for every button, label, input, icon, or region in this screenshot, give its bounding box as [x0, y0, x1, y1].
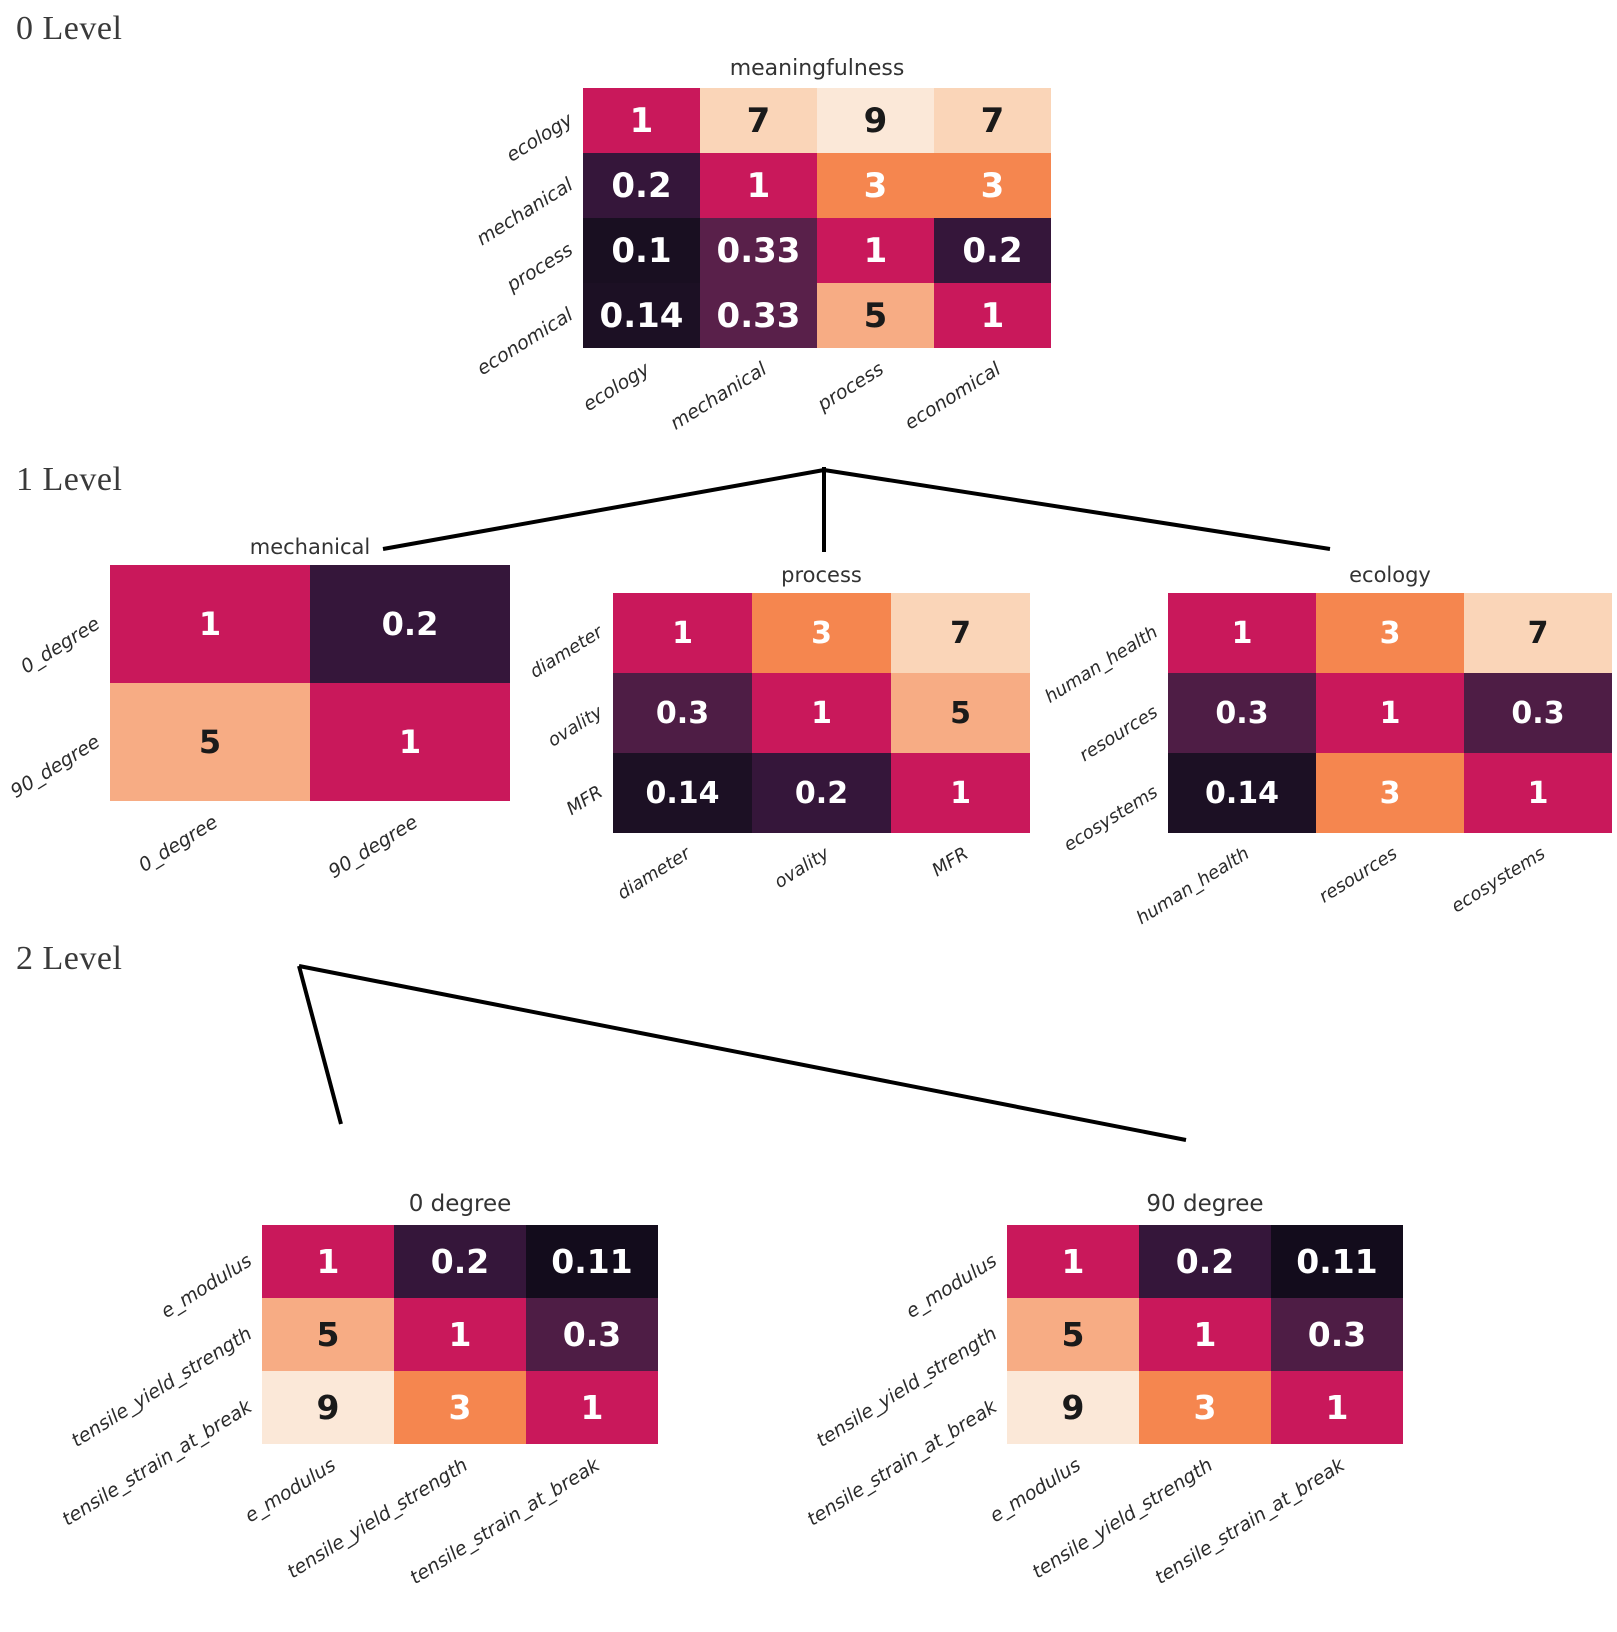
heatmap-cell: 3 [752, 593, 891, 673]
heatmap-cell: 0.1 [583, 218, 700, 283]
heatmap-cell: 0.11 [526, 1225, 658, 1298]
connector-l1-left [297, 965, 343, 1125]
heatmap-title-process: process [781, 563, 862, 587]
heatmap-cell: 3 [1139, 1371, 1271, 1444]
heatmap-cell: 1 [1316, 673, 1464, 753]
heatmap-title-meaningfulness: meaningfulness [729, 56, 905, 81]
level-label-2: 2 Level [16, 940, 123, 977]
heatmap-cell: 1 [1464, 753, 1612, 833]
heatmap-cell: 1 [262, 1225, 394, 1298]
heatmap-cell: 5 [817, 283, 934, 348]
heatmap-cell: 0.2 [752, 753, 891, 833]
heatmap-cell: 9 [262, 1371, 394, 1444]
heatmap-col-label: e_modulus [240, 1454, 340, 1528]
heatmap-cell: 0.2 [1139, 1225, 1271, 1298]
heatmap-cell: 9 [1007, 1371, 1139, 1444]
heatmap-cell: 0.3 [613, 673, 752, 753]
heatmap-cell: 5 [1007, 1298, 1139, 1371]
heatmap-cell: 3 [394, 1371, 526, 1444]
heatmap-cell: 1 [1139, 1298, 1271, 1371]
heatmap-cell: 3 [1316, 753, 1464, 833]
heatmap-title-ecology: ecology [1349, 563, 1431, 587]
heatmap-title-0_degree: 0 degree [408, 1191, 512, 1217]
heatmap-cell: 1 [752, 673, 891, 753]
heatmap-cell: 0.2 [394, 1225, 526, 1298]
heatmap-cell: 1 [613, 593, 752, 673]
heatmap-cell: 1 [700, 153, 817, 218]
heatmap-cell: 1 [934, 283, 1051, 348]
heatmap-cell: 0.14 [583, 283, 700, 348]
heatmap-cell: 1 [310, 683, 510, 801]
heatmap-cell: 0.3 [1464, 673, 1612, 753]
heatmap-row-label: 0_degree [17, 612, 104, 678]
heatmap-cell: 0.14 [1168, 753, 1316, 833]
heatmap-cell: 0.2 [583, 153, 700, 218]
heatmap-cell: 5 [262, 1298, 394, 1371]
heatmap-cell: 1 [1271, 1371, 1403, 1444]
heatmap-title-mechanical: mechanical [249, 535, 371, 559]
heatmap-cell: 0.2 [934, 218, 1051, 283]
heatmap-cell: 5 [110, 683, 310, 801]
level-label-1: 1 Level [16, 461, 123, 498]
heatmap-cell: 5 [891, 673, 1030, 753]
heatmap-cell: 1 [1007, 1225, 1139, 1298]
heatmap-cell: 1 [1168, 593, 1316, 673]
heatmap-cell: 1 [817, 218, 934, 283]
heatmap-cell: 0.2 [310, 565, 510, 683]
heatmap-cell: 9 [817, 88, 934, 153]
heatmap-cell: 0.33 [700, 218, 817, 283]
heatmap-cell: 3 [1316, 593, 1464, 673]
level-label-0: 0 Level [16, 10, 123, 47]
heatmap-cell: 1 [394, 1298, 526, 1371]
heatmap-cell: 1 [583, 88, 700, 153]
connector-l0-right [823, 468, 1331, 551]
heatmap-cell: 0.33 [700, 283, 817, 348]
heatmap-cell: 3 [934, 153, 1051, 218]
heatmap-cell: 7 [700, 88, 817, 153]
heatmap-cell: 1 [891, 753, 1030, 833]
heatmap-cell: 1 [526, 1371, 658, 1444]
heatmap-cell: 7 [1464, 593, 1612, 673]
heatmap-cell: 0.14 [613, 753, 752, 833]
heatmap-cell: 7 [934, 88, 1051, 153]
heatmap-cell: 7 [891, 593, 1030, 673]
heatmap-cell: 0.3 [1271, 1298, 1403, 1371]
heatmap-cell: 1 [110, 565, 310, 683]
heatmap-cell: 0.3 [526, 1298, 658, 1371]
heatmap-cell: 3 [817, 153, 934, 218]
heatmap-cell: 0.3 [1168, 673, 1316, 753]
heatmap-cell: 0.11 [1271, 1225, 1403, 1298]
heatmap-title-90_degree: 90 degree [1146, 1191, 1264, 1217]
